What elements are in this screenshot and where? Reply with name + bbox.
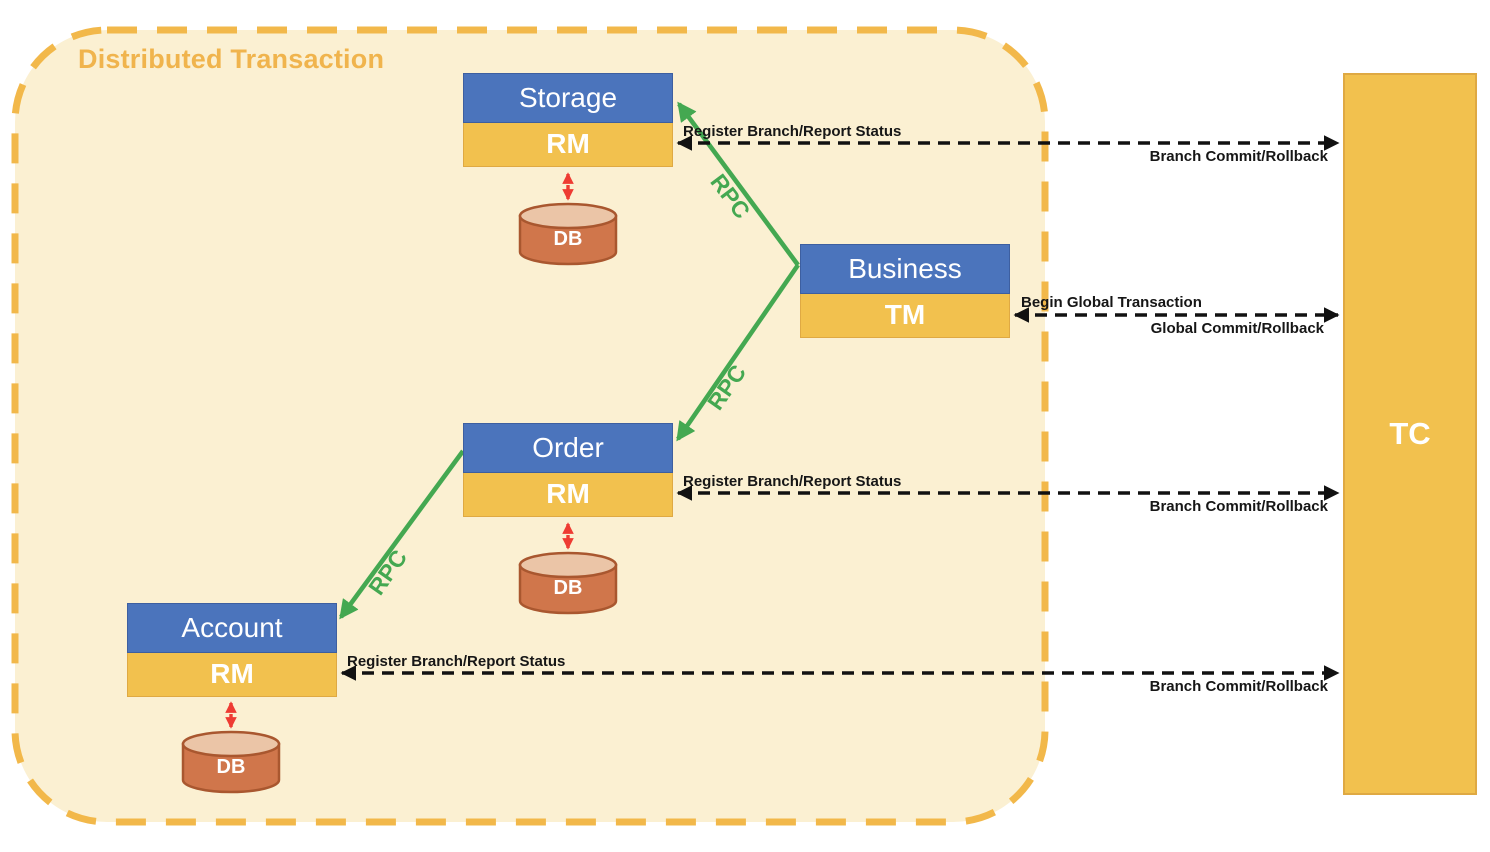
rpc-arrow-business-order xyxy=(676,263,800,442)
tc-node: TC xyxy=(1343,73,1477,795)
order-branch-commit-label: Branch Commit/Rollback xyxy=(1149,498,1328,515)
begin-global-transaction-label: Begin Global Transaction xyxy=(1021,294,1202,311)
tc-node-title: TC xyxy=(1389,416,1431,451)
diagram-title: Distributed Transaction xyxy=(78,44,385,74)
account-node-title: Account xyxy=(127,603,337,653)
business-tm-band: TM xyxy=(800,294,1010,338)
order-db-cylinder: DB xyxy=(518,551,618,615)
order-rm-band: RM xyxy=(463,473,673,517)
storage-node: Storage RM xyxy=(463,73,673,167)
storage-rm-band: RM xyxy=(463,123,673,167)
order-register-label: Register Branch/Report Status xyxy=(683,473,902,490)
storage-db-label: DB xyxy=(553,228,583,250)
account-db-cylinder: DB xyxy=(181,730,281,794)
business-node-title: Business xyxy=(800,244,1010,294)
database-icon xyxy=(518,202,618,266)
database-icon xyxy=(518,551,618,615)
storage-branch-commit-label: Branch Commit/Rollback xyxy=(1149,148,1328,165)
order-node: Order RM xyxy=(463,423,673,517)
rpc-arrow-business-storage xyxy=(677,101,800,267)
account-register-label: Register Branch/Report Status xyxy=(347,653,566,670)
order-node-title: Order xyxy=(463,423,673,473)
rpc-arrow-order-account xyxy=(339,449,465,620)
database-icon xyxy=(181,730,281,794)
account-db-label: DB xyxy=(216,756,246,778)
account-node: Account RM xyxy=(127,603,337,697)
order-db-label: DB xyxy=(553,577,583,599)
storage-register-label: Register Branch/Report Status xyxy=(683,123,902,140)
global-commit-rollback-label: Global Commit/Rollback xyxy=(1150,320,1324,337)
account-branch-commit-label: Branch Commit/Rollback xyxy=(1149,678,1328,695)
storage-db-cylinder: DB xyxy=(518,202,618,266)
account-rm-band: RM xyxy=(127,653,337,697)
business-node: Business TM xyxy=(800,244,1010,338)
storage-node-title: Storage xyxy=(463,73,673,123)
